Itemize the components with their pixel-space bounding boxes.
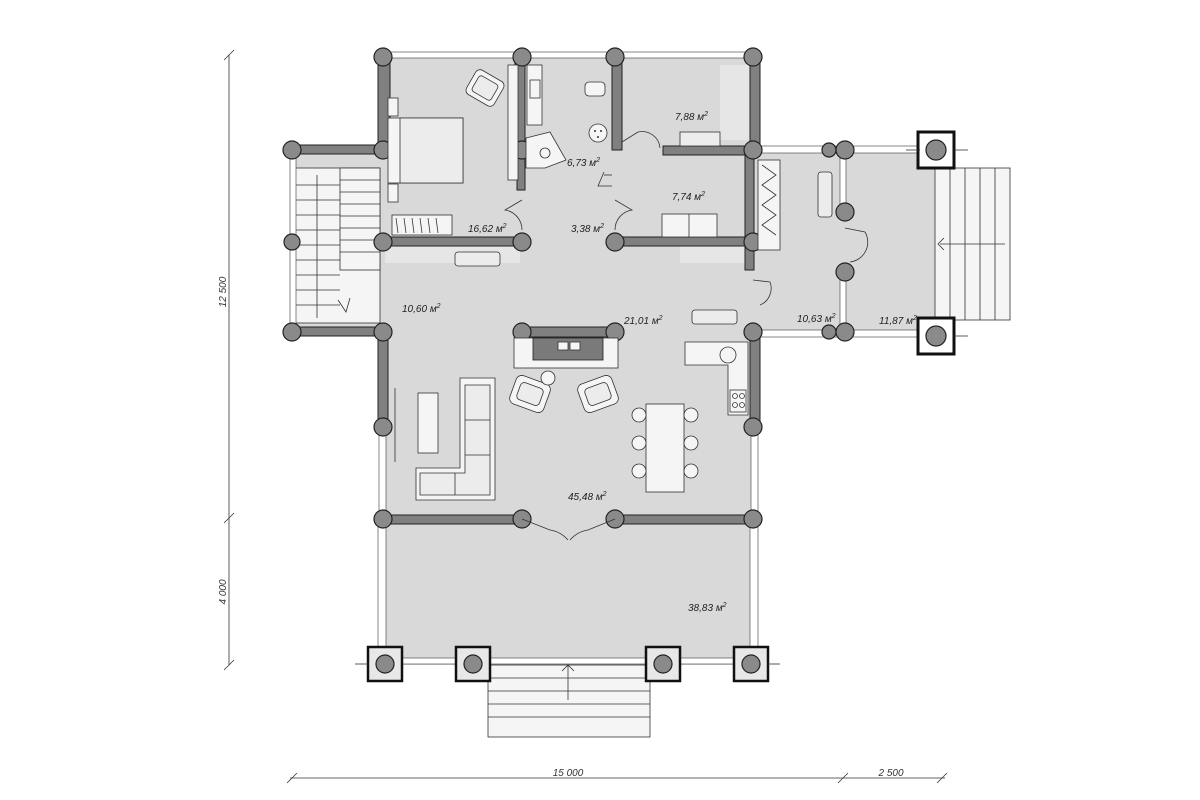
dimension-width-main: 15 000 <box>553 768 584 779</box>
furniture <box>387 64 833 501</box>
area-label-bathroom: 6,73 м2 <box>567 157 600 169</box>
interior-staircase <box>294 167 381 324</box>
terrace-stairs <box>487 664 651 738</box>
dimension-lines <box>223 49 948 784</box>
area-label-vestibule: 10,63 м2 <box>797 313 836 325</box>
area-label-stair-hall: 10,60 м2 <box>402 303 441 315</box>
area-label-terrace: 38,83 м2 <box>688 602 727 614</box>
area-label-living-room: 45,48 м2 <box>568 491 607 503</box>
area-labels: 16,62 м2 6,73 м2 7,88 м2 3,38 м2 7,74 м2… <box>402 111 917 614</box>
porch-stairs-right <box>934 167 1011 321</box>
area-label-room-top-right: 7,88 м2 <box>675 111 708 123</box>
area-label-corridor: 3,38 м2 <box>571 223 604 235</box>
area-label-bedroom: 16,62 м2 <box>468 223 507 235</box>
door-swings <box>503 131 869 541</box>
area-label-hall: 21,01 м2 <box>623 315 663 327</box>
dimension-height-terrace: 4 000 <box>218 579 229 604</box>
area-label-kitchen-utility: 7,74 м2 <box>672 191 705 203</box>
area-label-entry-porch: 11,87 м2 <box>879 315 917 327</box>
dimension-height-total: 12 500 <box>218 276 229 307</box>
porch-posts <box>355 130 968 683</box>
dimension-width-porch: 2 500 <box>877 768 903 779</box>
